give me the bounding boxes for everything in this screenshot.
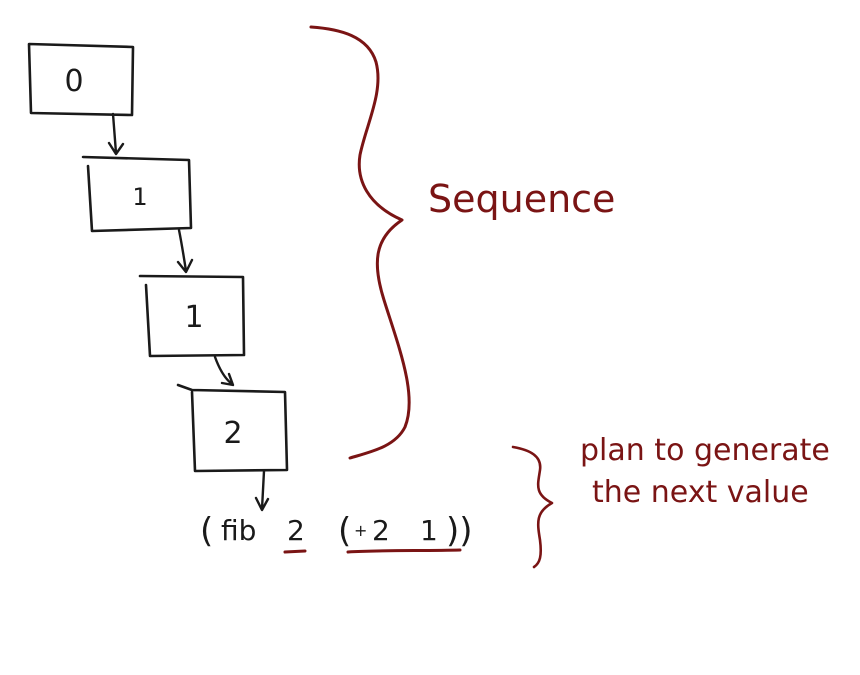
sequence-node-1: 1 [81,155,193,233]
arrow-1-to-2 [176,228,194,274]
node-value: 2 [223,416,242,451]
node-value: 0 [64,64,83,99]
sequence-node-2: 1 [138,274,246,358]
arrow-2-to-3 [213,355,235,387]
expr-close-parens: )) [446,511,473,551]
sequence-node-0: 0 [27,42,135,117]
node-box [138,274,246,358]
expr-sum-operand-a: 2 [372,514,390,547]
sequence-brace [309,25,411,460]
node-value: 1 [184,300,203,335]
expr-sum-operand-b: 1 [420,514,438,547]
expr-function-name: fib [221,514,256,547]
underline-previous-value [283,549,307,554]
sequence-label: Sequence [428,177,615,221]
arrow-0-to-1 [107,112,125,156]
node-box [176,383,289,473]
node-value: 1 [132,183,147,211]
sequence-node-3: 2 [176,383,289,473]
expr-arg-sum-open-paren: ( [338,511,351,551]
expr-arg-previous: 2 [287,514,305,547]
plan-label-line2: the next value [592,475,809,510]
arrow-3-to-expression [254,469,270,512]
plan-brace [511,445,554,569]
underline-next-value [346,548,462,554]
node-box [81,155,193,233]
plan-label-line1: plan to generate [580,433,830,468]
next-fib-expression: ( fib 2 ( + 2 1 )) [200,511,473,551]
node-box [27,42,135,117]
expr-open-paren: ( [200,511,213,551]
expr-plus-operator: + [354,521,367,540]
